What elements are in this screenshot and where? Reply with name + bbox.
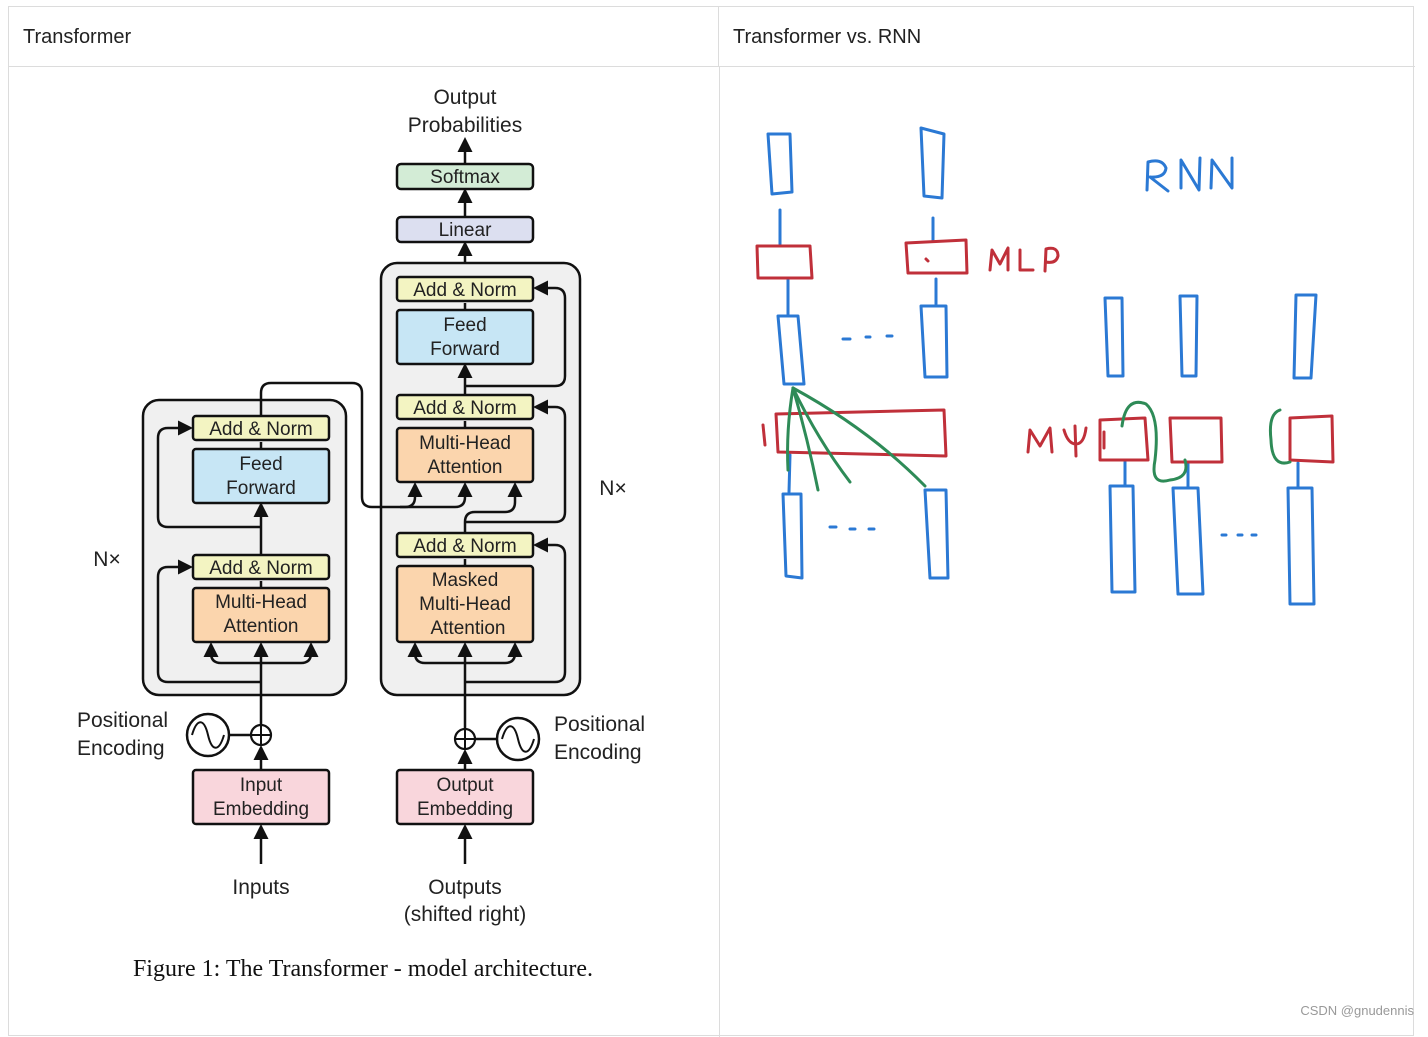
output-embedding-line1: Output xyxy=(436,775,494,796)
output-probabilities-line2: Probabilities xyxy=(408,114,522,137)
decoder-mha-line2: Attention xyxy=(428,457,503,478)
decoder-nx-label: N× xyxy=(599,477,626,500)
figure-caption: Figure 1: The Transformer - model archit… xyxy=(133,956,593,982)
decoder-add-norm-3-label: Add & Norm xyxy=(413,280,516,301)
decoder-pe-line2: Encoding xyxy=(554,741,642,764)
encoder-ff-line1: Feed xyxy=(239,454,282,475)
encoder-block xyxy=(141,398,348,697)
input-embedding-line1: Input xyxy=(240,775,283,796)
encoder-add-norm-bottom-label: Add & Norm xyxy=(209,558,312,579)
linear-label: Linear xyxy=(439,220,492,241)
encoder-nx-label: N× xyxy=(93,548,120,571)
decoder-ff-line2: Forward xyxy=(430,339,500,360)
header-transformer: Transformer xyxy=(9,7,719,67)
decoder-ff-line1: Feed xyxy=(443,315,486,336)
decoder-pe-line1: Positional xyxy=(554,713,645,736)
decoder-add-norm-1-label: Add & Norm xyxy=(413,536,516,557)
decoder-masked-line3: Attention xyxy=(431,618,506,639)
output-probabilities-line1: Output xyxy=(433,86,496,109)
decoder-masked-line2: Multi-Head xyxy=(419,594,511,615)
decoder-masked-line1: Masked xyxy=(432,570,499,591)
column-divider xyxy=(719,67,720,1037)
encoder-mha-line2: Attention xyxy=(224,616,299,637)
encoder-pe-line1: Positional xyxy=(77,709,168,732)
encoder-pe-line2: Encoding xyxy=(77,737,165,760)
outputs-shifted-label: (shifted right) xyxy=(404,903,527,926)
transformer-diagram: Output Probabilities Softmax Linear Add … xyxy=(77,86,645,982)
watermark: CSDN @gnudennis xyxy=(1300,1003,1414,1018)
encoder-add-norm-top-label: Add & Norm xyxy=(209,419,312,440)
decoder-add-norm-2-label: Add & Norm xyxy=(413,398,516,419)
softmax-label: Softmax xyxy=(430,167,500,188)
encoder-ff-line2: Forward xyxy=(226,478,296,499)
output-embedding-line2: Embedding xyxy=(417,799,513,820)
header-transformer-vs-rnn: Transformer vs. RNN xyxy=(719,7,1415,67)
outputs-label: Outputs xyxy=(428,876,502,899)
input-embedding-line2: Embedding xyxy=(213,799,309,820)
encoder-mha-line1: Multi-Head xyxy=(215,592,307,613)
decoder-mha-line1: Multi-Head xyxy=(419,433,511,454)
inputs-label: Inputs xyxy=(232,876,289,899)
